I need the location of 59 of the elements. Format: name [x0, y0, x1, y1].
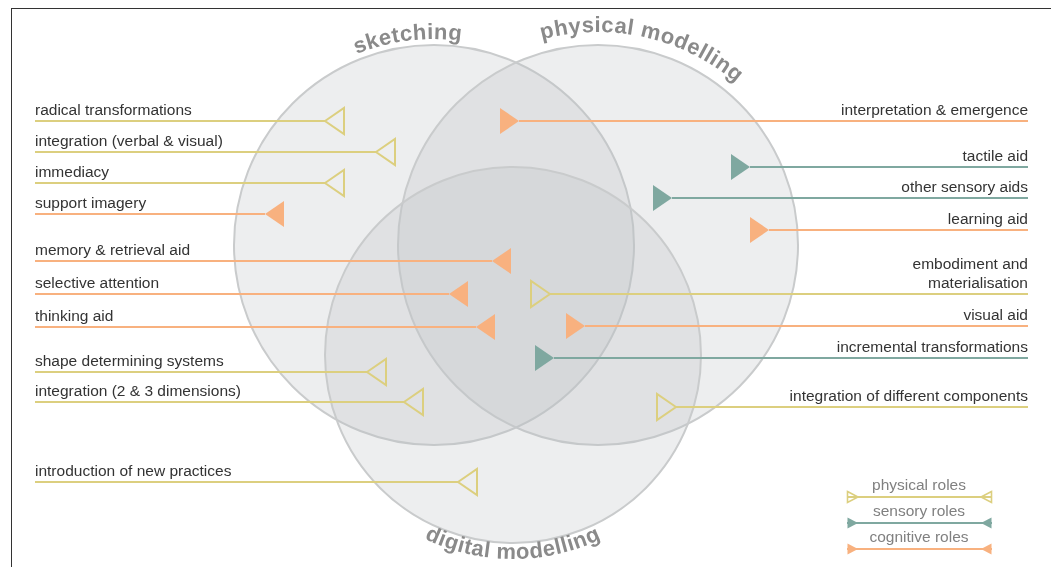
connector-line — [672, 196, 1028, 200]
connector-line — [519, 119, 1028, 123]
triangle-marker — [566, 313, 585, 339]
triangle-marker — [323, 106, 345, 136]
role-label: interpretation & emergence — [841, 100, 1028, 121]
role-label: memory & retrieval aid — [35, 240, 191, 261]
role-label: shape determining systems — [35, 351, 224, 372]
triangle-marker — [530, 279, 552, 309]
triangle-marker — [492, 248, 511, 274]
legend-label: sensory roles — [872, 502, 966, 520]
legend-label: physical roles — [872, 476, 966, 494]
role-label: integration of different components — [789, 386, 1028, 407]
role-label: support imagery — [35, 193, 147, 214]
triangle-marker — [323, 168, 345, 198]
connector-line — [35, 181, 325, 185]
role-label: integration (verbal & visual) — [35, 131, 223, 152]
triangle-marker — [402, 387, 424, 417]
connector-line — [585, 324, 1028, 328]
connector-line — [35, 370, 367, 374]
triangle-marker — [365, 357, 387, 387]
role-label: tactile aid — [962, 146, 1028, 167]
triangle-marker — [374, 137, 396, 167]
role-label: radical transformations — [35, 100, 192, 121]
role-label: immediacy — [35, 162, 110, 183]
triangle-marker — [476, 314, 495, 340]
triangle-marker — [449, 281, 468, 307]
triangle-marker — [656, 392, 678, 422]
role-label: incremental transformations — [836, 337, 1028, 358]
connector-line — [35, 150, 376, 154]
connector-line — [35, 480, 458, 484]
triangle-marker — [535, 345, 554, 371]
connector-line — [35, 292, 449, 296]
role-label: integration (2 & 3 dimensions) — [35, 381, 241, 402]
role-label: learning aid — [947, 209, 1028, 230]
role-label: introduction of new practices — [35, 461, 232, 482]
role-label: thinking aid — [35, 306, 114, 327]
triangle-marker — [750, 217, 769, 243]
connector-line — [550, 292, 1028, 296]
legend-label: cognitive roles — [869, 528, 969, 546]
triangle-marker — [456, 467, 478, 497]
triangle-marker — [653, 185, 672, 211]
connector-line — [554, 356, 1028, 360]
role-label: embodiment and materialisation — [878, 254, 1028, 294]
connector-line — [676, 405, 1028, 409]
role-label: selective attention — [35, 273, 160, 294]
connector-line — [35, 212, 265, 216]
triangle-marker — [731, 154, 750, 180]
connector-line — [35, 119, 325, 123]
connector-line — [35, 325, 476, 329]
circle-title: digital modelling — [422, 520, 604, 565]
role-label: other sensory aids — [901, 177, 1028, 198]
circle-title: sketching — [349, 18, 464, 59]
role-label: visual aid — [963, 305, 1028, 326]
connector-line — [35, 400, 404, 404]
connector-line — [769, 228, 1028, 232]
triangle-marker — [265, 201, 284, 227]
connector-line — [35, 259, 492, 263]
triangle-marker — [500, 108, 519, 134]
connector-line — [750, 165, 1028, 169]
